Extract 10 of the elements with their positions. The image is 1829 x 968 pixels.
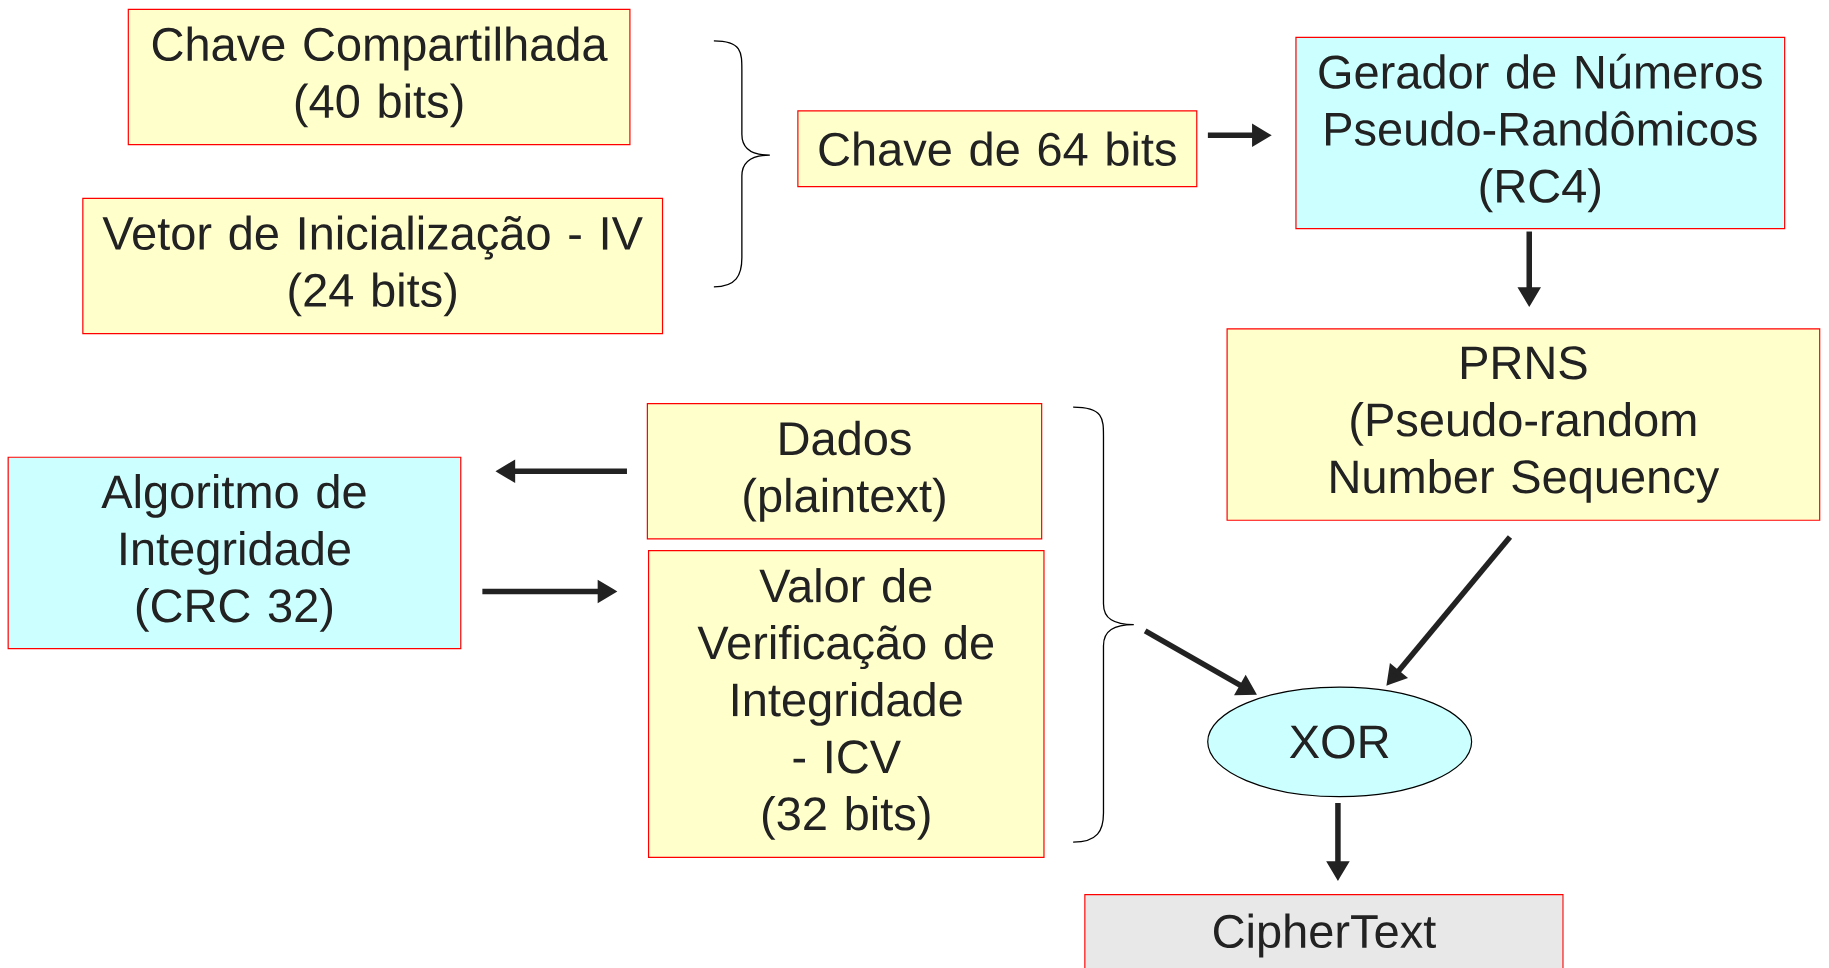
curly-brace: [1072, 406, 1135, 843]
process-box: Gerador de Números Pseudo-Randômicos (RC4): [1295, 36, 1786, 230]
process-box: CipherText: [1084, 894, 1564, 968]
process-box: Algoritmo de Integridade (CRC 32): [7, 456, 462, 650]
process-box: Vetor de Inicialização - IV (24 bits): [82, 197, 664, 335]
process-box: Chave de 64 bits: [797, 110, 1198, 188]
process-box: Dados (plaintext): [646, 403, 1043, 540]
process-box: Valor de Verificação de Integridade - ICV (32 bits): [647, 549, 1045, 858]
process-box: Chave Compartilhada (40 bits): [127, 8, 631, 146]
process-box: PRNS (Pseudo-random Number Sequency: [1226, 328, 1821, 521]
